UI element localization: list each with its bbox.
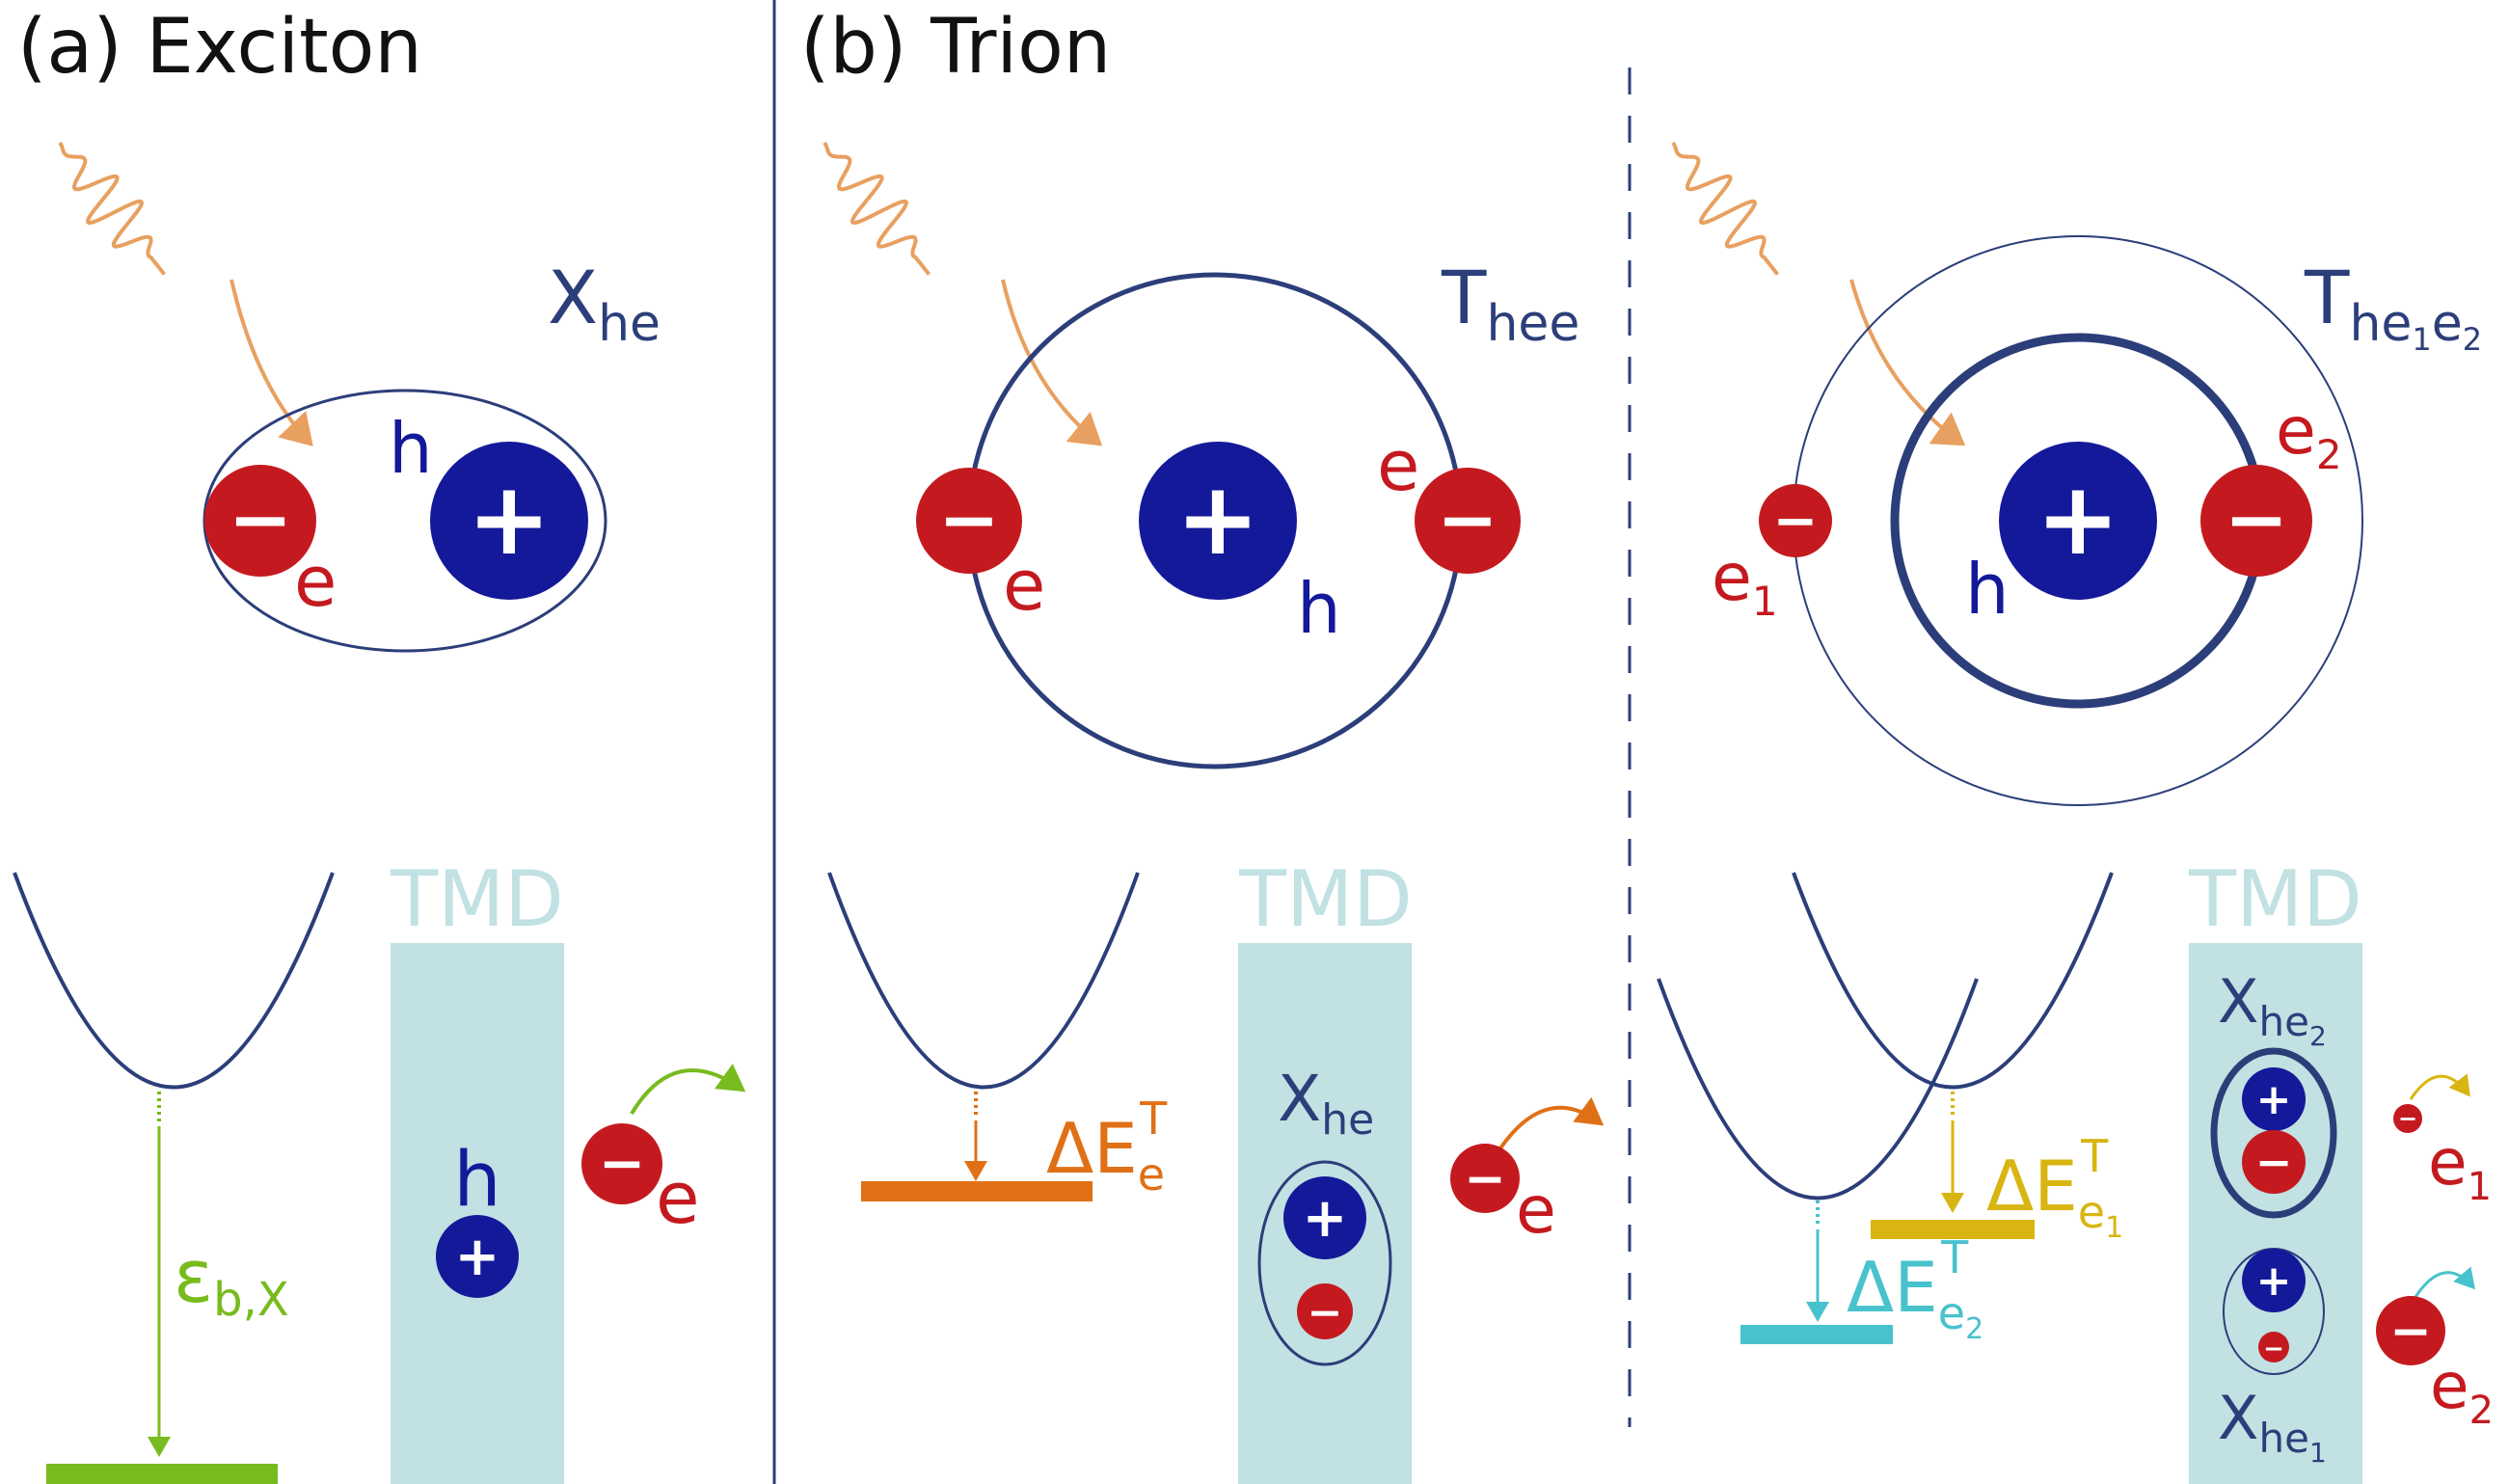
tmd-hole-a <box>436 1215 519 1298</box>
tmd-label-a: TMD <box>390 854 564 944</box>
trion-hee-electron-left-sign: − <box>938 476 1000 562</box>
photon-wave-b2 <box>1671 141 1780 276</box>
hole-a-label: h <box>389 408 433 489</box>
tmd-b2-top-hole <box>2242 1067 2306 1131</box>
trion-hee-hole-sign: + <box>1175 460 1259 578</box>
photon-wave-b1 <box>823 141 931 276</box>
trion-hee-electron-right-label: e <box>1377 425 1419 506</box>
tmd-b1-electron <box>1297 1283 1353 1339</box>
free-electron-a-label: e <box>656 1157 700 1240</box>
trion-hee-group: Thee − e + h − e ΔEeT TMD Xhe + − − e <box>823 141 1605 1484</box>
trion-he1e2-hole <box>1999 442 2157 600</box>
trion-he1e2-dispersion-high <box>1792 872 2114 1090</box>
photon-arrow-b2 <box>1849 279 1966 446</box>
hole-a <box>430 442 588 600</box>
tmd-b1-hole <box>1283 1176 1366 1259</box>
binding-energy-label: εb,X <box>174 1233 289 1327</box>
free-electron-b1 <box>1450 1144 1520 1213</box>
exciton-level <box>46 1464 278 1484</box>
tmd-b2-top-state-label: Xhe2 <box>2218 966 2327 1052</box>
trion-hee-level <box>861 1181 1093 1201</box>
trion-hee-electron-right-sign: − <box>1437 476 1498 562</box>
electron-escape-arrow-a <box>630 1064 746 1116</box>
tmd-b2-bottom-hole-sign: + <box>2256 1256 2292 1306</box>
trion-hee-hole <box>1139 442 1297 600</box>
free-electron-e1-sign: − <box>2398 1105 2417 1132</box>
free-electron-e2-label: e2 <box>2430 1349 2494 1433</box>
trion-he1e2-e1-sign: − <box>1773 490 1819 553</box>
tmd-b2-bottom-hole <box>2242 1249 2306 1312</box>
tmd-b1-electron-sign: − <box>1308 1288 1343 1337</box>
trion-he1e2-hole-label: h <box>1965 549 2010 630</box>
free-electron-e2 <box>2376 1296 2445 1365</box>
exciton-state-label: Xhe <box>548 255 661 353</box>
electron-escape-arrow-b1 <box>1493 1096 1605 1159</box>
trion-hee-electron-left <box>916 468 1022 574</box>
hole-a-sign: + <box>467 460 551 578</box>
photon-wave-a <box>58 141 167 276</box>
tmd-b2-bottom-state-label: Xhe1 <box>2218 1383 2327 1469</box>
trion-he1e2-dispersion-low <box>1657 978 1979 1201</box>
panel-a-title: (a) Exciton <box>17 4 422 91</box>
tmd-b2-bottom-electron-sign: − <box>2263 1335 2284 1363</box>
exciton-dispersion <box>13 872 335 1090</box>
free-electron-e1-label: e1 <box>2428 1125 2492 1209</box>
tmd-b2-top-electron <box>2242 1130 2306 1194</box>
free-electron-b1-sign: − <box>1464 1150 1506 1208</box>
tmd-b1-hole-sign: + <box>1303 1187 1348 1250</box>
photon-arrow-a <box>229 279 313 446</box>
electron-a <box>204 465 316 577</box>
exciton-group: Xhe − e + h εb,X TMD h + − e <box>13 141 746 1484</box>
trion-he1e2-delta1-label: ΔEe1T <box>1986 1130 2123 1245</box>
trion-he1e2-group: The1e2 − e1 + h − e2 ΔEe1T ΔEe2T TMD Xhe… <box>1657 141 2494 1484</box>
tmd-b2-top-hole-sign: + <box>2256 1075 2292 1124</box>
trion-hee-electron-right <box>1415 468 1521 574</box>
trion-he1e2-level-1 <box>1871 1220 2035 1239</box>
trion-hee-hole-label: h <box>1297 568 1341 649</box>
trion-hee-dispersion <box>827 872 1140 1090</box>
trion-he1e2-e2-sign: − <box>2224 474 2288 564</box>
electron-escape-arrow-e2 <box>2414 1266 2475 1298</box>
free-electron-e2-sign: − <box>2389 1303 2432 1361</box>
free-electron-b1-label: e <box>1516 1173 1556 1249</box>
trion-he1e2-state-label: The1e2 <box>2304 255 2482 358</box>
photon-arrow-b1 <box>1001 279 1103 446</box>
free-electron-e1 <box>2393 1104 2422 1133</box>
trion-he1e2-level-2 <box>1740 1325 1893 1344</box>
electron-a-label: e <box>294 541 337 622</box>
panel-b-title: (b) Trion <box>800 4 1111 91</box>
trion-he1e2-e2 <box>2200 465 2312 577</box>
trion-he1e2-e1-label: e1 <box>1712 540 1778 625</box>
trion-he1e2-hole-sign: + <box>2036 460 2119 578</box>
electron-escape-arrow-e1 <box>2409 1073 2470 1100</box>
trion-hee-delta-label: ΔEeT <box>1046 1093 1168 1201</box>
trion-hee-electron-left-label: e <box>1003 545 1045 626</box>
free-electron-a <box>581 1123 662 1204</box>
tmd-b2-top-electron-sign: − <box>2255 1136 2293 1188</box>
electron-a-sign: − <box>228 474 292 564</box>
trion-he1e2-e1 <box>1759 484 1832 557</box>
tmd-b2-top-exciton-orbit <box>2210 1047 2337 1219</box>
trion-he1e2-delta2-label: ΔEe2T <box>1847 1231 1983 1346</box>
free-electron-a-sign: − <box>599 1130 646 1196</box>
trion-he1e2-e2-label: e2 <box>2276 393 2342 478</box>
tmd-label-b1: TMD <box>1238 854 1413 944</box>
tmd-hole-a-sign: + <box>455 1226 500 1288</box>
tmd-b2-bottom-electron <box>2258 1332 2289 1363</box>
tmd-label-b2: TMD <box>2188 854 2362 944</box>
tmd-b1-state-label: Xhe <box>1278 1062 1374 1145</box>
trion-hee-state-label: Thee <box>1441 255 1579 353</box>
tmd-b1-exciton-orbit <box>1257 1160 1392 1366</box>
tmd-slab-a <box>391 943 564 1484</box>
tmd-hole-label-a: h <box>453 1137 500 1224</box>
